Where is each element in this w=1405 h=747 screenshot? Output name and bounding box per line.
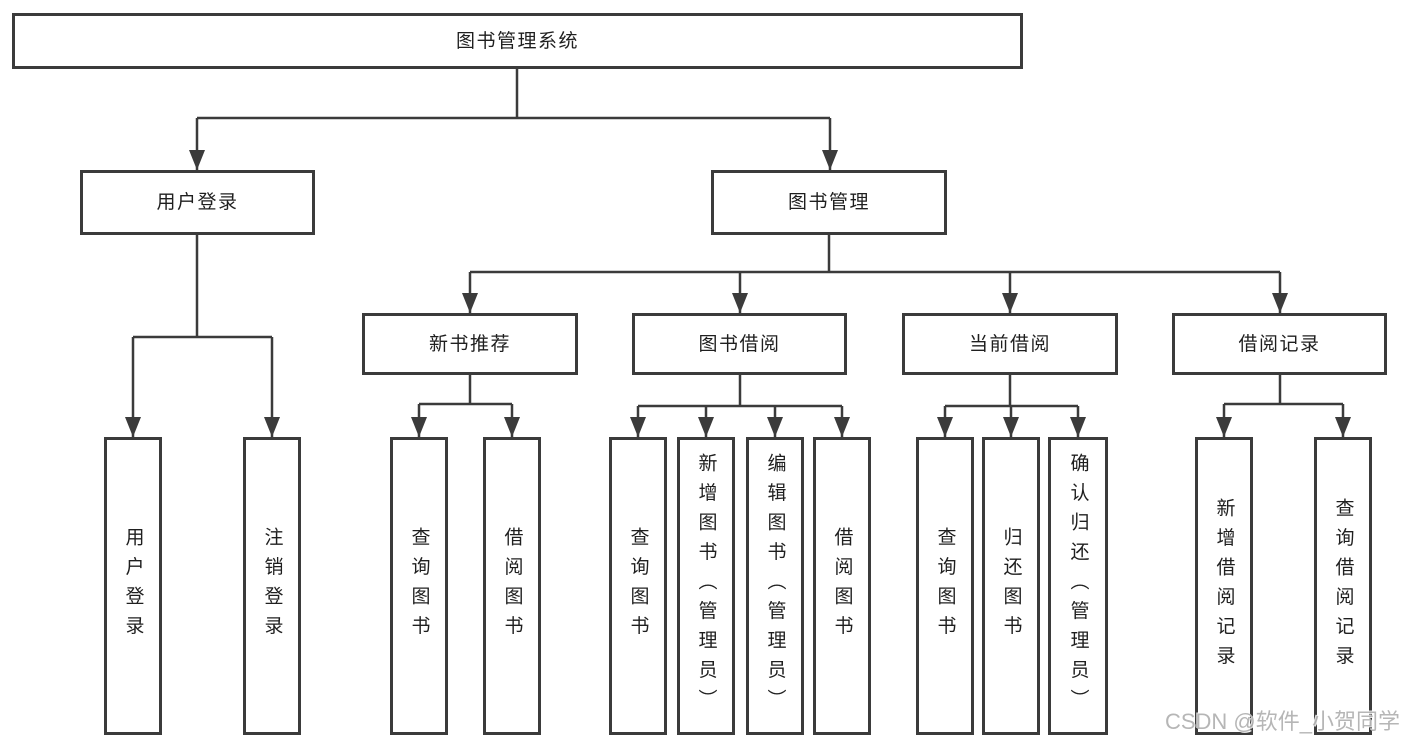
leaf-borrow-books-label: 借阅图书	[831, 527, 853, 645]
leaf-add-book-admin: 新增图书（管理员）	[677, 437, 735, 735]
leaf-logout: 注销登录	[243, 437, 301, 735]
node-user-login-label: 用户登录	[156, 192, 239, 213]
leaf-query-books-current-label: 查询图书	[934, 527, 956, 645]
node-borrow-records: 借阅记录	[1172, 313, 1387, 375]
node-book-borrow-label: 图书借阅	[698, 333, 781, 355]
leaf-confirm-return-admin: 确认归还（管理员）	[1048, 437, 1108, 735]
leaf-logout-label: 注销登录	[261, 527, 283, 645]
node-book-management: 图书管理	[711, 170, 947, 235]
node-root-label: 图书管理系统	[455, 30, 579, 52]
node-current-borrow: 当前借阅	[902, 313, 1118, 375]
leaf-borrow-books: 借阅图书	[813, 437, 871, 735]
leaf-add-borrow-record: 新增借阅记录	[1195, 437, 1253, 735]
node-new-book-recommend-label: 新书推荐	[428, 333, 511, 355]
leaf-borrow-books-recommend: 借阅图书	[483, 437, 541, 735]
leaf-return-book-label: 归还图书	[1000, 527, 1022, 645]
leaf-query-borrow-record: 查询借阅记录	[1314, 437, 1372, 735]
node-borrow-records-label: 借阅记录	[1238, 333, 1321, 355]
leaf-add-book-admin-label: 新增图书（管理员）	[695, 453, 717, 719]
leaf-query-books-recommend-label: 查询图书	[408, 527, 430, 645]
node-book-management-label: 图书管理	[787, 192, 870, 213]
leaf-query-books-recommend: 查询图书	[390, 437, 448, 735]
leaf-confirm-return-admin-label: 确认归还（管理员）	[1067, 453, 1089, 719]
node-root: 图书管理系统	[12, 13, 1023, 69]
node-new-book-recommend: 新书推荐	[362, 313, 578, 375]
watermark: CSDN @软件_小贺同学	[1164, 709, 1400, 734]
leaf-user-login: 用户登录	[104, 437, 162, 735]
node-user-login: 用户登录	[80, 170, 315, 235]
leaf-query-books-borrow: 查询图书	[609, 437, 667, 735]
leaf-user-login-label: 用户登录	[122, 527, 144, 645]
leaf-query-books-current: 查询图书	[916, 437, 974, 735]
node-current-borrow-label: 当前借阅	[968, 333, 1051, 355]
node-book-borrow: 图书借阅	[632, 313, 847, 375]
leaf-add-borrow-record-label: 新增借阅记录	[1213, 497, 1235, 675]
leaf-return-book: 归还图书	[982, 437, 1040, 735]
leaf-query-borrow-record-label: 查询借阅记录	[1332, 497, 1354, 675]
leaf-edit-book-admin-label: 编辑图书（管理员）	[764, 453, 786, 719]
leaf-edit-book-admin: 编辑图书（管理员）	[746, 437, 804, 735]
leaf-query-books-borrow-label: 查询图书	[627, 527, 649, 645]
leaf-borrow-books-recommend-label: 借阅图书	[501, 527, 523, 645]
